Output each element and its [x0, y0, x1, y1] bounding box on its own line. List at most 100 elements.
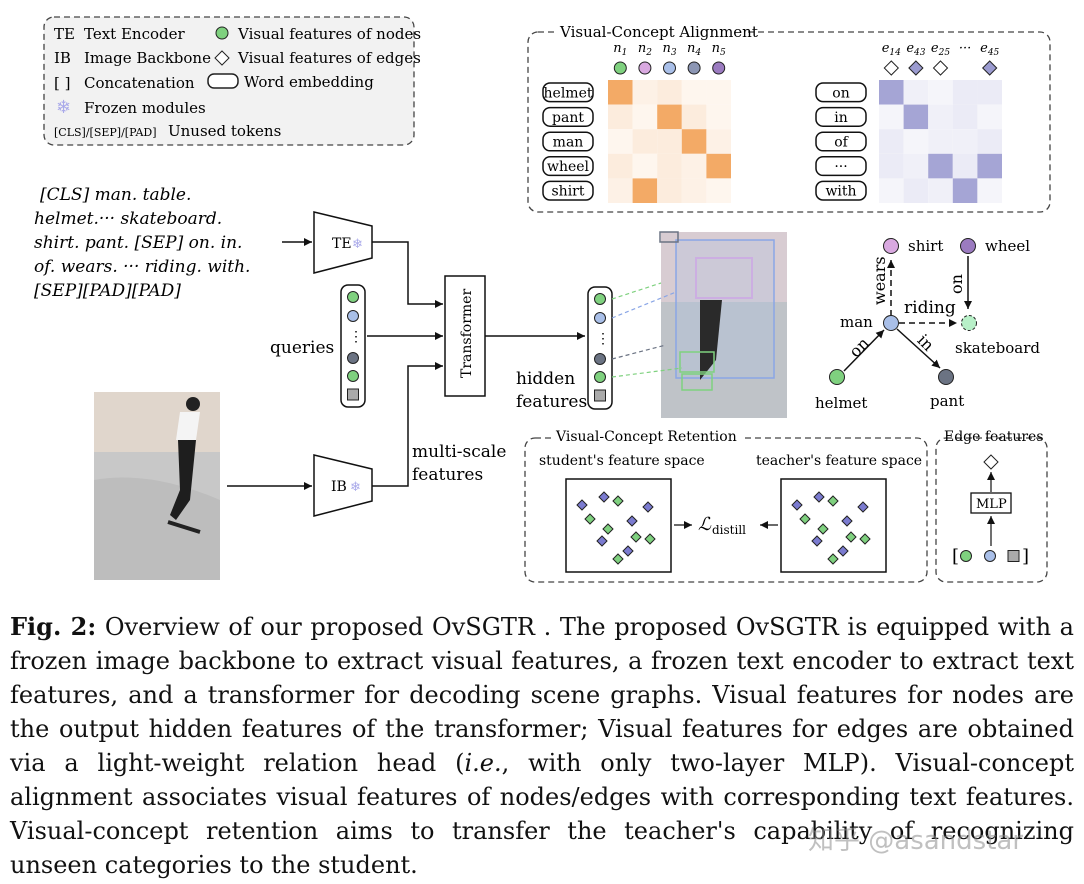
- teacher-label: teacher's feature space: [756, 453, 922, 469]
- hidden-token: [594, 312, 606, 324]
- heatmap-cell: [903, 129, 929, 154]
- heatmap-cell: [952, 153, 978, 179]
- heatmap-col-label: n5: [712, 41, 726, 58]
- prompt-line: shirt. pant. [SEP] on. in.: [34, 233, 242, 253]
- heatmap-cell: [879, 178, 904, 203]
- unused-token: [1007, 550, 1020, 562]
- word-embedding-box: [815, 131, 867, 152]
- heatmap-cell: [952, 129, 978, 154]
- heatmap-col-label: n3: [662, 41, 676, 58]
- heatmap-cell: [632, 129, 658, 154]
- heatmap-row-label: wheel: [547, 159, 590, 175]
- alignment-title: Visual-Concept Alignment: [559, 23, 758, 41]
- arrow: [372, 241, 443, 308]
- loss-subscript: distill: [712, 523, 746, 537]
- node-label: wheel: [985, 237, 1030, 255]
- heatmap-cell: [903, 178, 929, 203]
- heatmap-cell: [952, 104, 978, 130]
- heatmap-row-label: ···: [834, 159, 847, 175]
- figure-caption: Fig. 2: Overview of our proposed OvSGTR …: [10, 610, 1074, 882]
- heatmap-col-label: n2: [638, 41, 652, 58]
- node-token: [984, 550, 996, 562]
- multiscale-label: multi-scale: [412, 442, 506, 462]
- legend-te: TE: [54, 25, 75, 43]
- node-label: pant: [930, 392, 964, 410]
- association-line: [611, 282, 662, 300]
- edge-in: [896, 328, 941, 369]
- node-skateboard: [961, 315, 977, 331]
- concat-bracket: [: [952, 546, 959, 567]
- word-embedding-box: [815, 106, 867, 127]
- feature-point: [841, 515, 853, 527]
- snowflake-icon: ❄: [56, 97, 71, 118]
- legend-box: TE Text Encoder IB Image Backbone [ ] Co…: [43, 16, 421, 146]
- hidden-features-column: [587, 286, 613, 410]
- node-feature-marker: [638, 61, 652, 75]
- edge-label: on: [845, 333, 873, 361]
- feature-point: [644, 533, 656, 545]
- queries-label: queries: [270, 338, 334, 358]
- heatmap-cell: [928, 80, 953, 105]
- heatmap-cell: [706, 80, 731, 105]
- association-line: [611, 367, 683, 378]
- feature-point: [596, 535, 608, 547]
- word-embedding-box: [542, 82, 594, 103]
- feature-point: [859, 533, 871, 545]
- feature-point: [584, 513, 596, 525]
- transformer-label: Transformer: [459, 289, 475, 378]
- prompt-line: helmet.··· skateboard.: [34, 209, 222, 229]
- queries-column: [340, 284, 366, 408]
- multiscale-label: features: [412, 465, 483, 485]
- scene-graph: shirt wheel man skateboard helmet pant w…: [815, 237, 1040, 412]
- heatmap-row-label: in: [834, 110, 848, 126]
- word-embedding-box: [815, 156, 867, 177]
- feature-point: [799, 513, 811, 525]
- concat-bracket: ]: [1022, 546, 1029, 567]
- query-token: [347, 370, 359, 382]
- unused-token: [347, 388, 359, 401]
- retention-title: Visual-Concept Retention: [555, 429, 737, 445]
- heatmap-cell: [681, 104, 707, 130]
- heatmap-row-label: pant: [552, 110, 584, 126]
- heatmap-row-label: shirt: [552, 184, 585, 200]
- legend-unused-label: Unused tokens: [168, 122, 281, 140]
- heatmap-col-label: e14: [882, 41, 901, 58]
- heatmap-cell: [879, 153, 904, 179]
- student-points: [576, 491, 656, 565]
- heatmap-col-label: ···: [959, 41, 971, 56]
- arrow: [372, 362, 443, 487]
- snowflake-icon: ❄: [352, 237, 363, 252]
- heatmap-cell: [608, 129, 633, 154]
- heatmap-col-label: e25: [931, 41, 950, 58]
- heatmap-row-label: man: [553, 135, 584, 151]
- edge-label: wears: [870, 256, 889, 305]
- mlp-label: MLP: [976, 497, 1007, 512]
- node-pant: [938, 369, 954, 385]
- heatmap-cell: [657, 80, 682, 105]
- node-feature-icon: [215, 26, 229, 40]
- feature-point: [576, 499, 588, 511]
- heatmap-cell: [928, 129, 953, 154]
- node-feature-marker: [712, 61, 726, 75]
- word-embedding-box: [542, 156, 594, 177]
- word-embedding-box: [542, 131, 594, 152]
- feature-point: [857, 501, 869, 513]
- heatmap-cell: [608, 104, 633, 130]
- feature-point: [811, 535, 823, 547]
- node-feature-marker: [613, 61, 627, 75]
- legend-ib-label: Image Backbone: [84, 49, 211, 67]
- node-helmet: [829, 369, 845, 385]
- legend-frozen-label: Frozen modules: [84, 99, 206, 117]
- image-backbone-block: [313, 454, 373, 517]
- heatmap-cell: [681, 80, 707, 105]
- heatmap-cell: [928, 153, 953, 179]
- query-token: [347, 310, 359, 322]
- edge-feature-icon: [214, 50, 230, 66]
- heatmap-cell: [657, 129, 682, 154]
- edge-feature-marker: [883, 60, 900, 76]
- feature-point: [837, 545, 849, 557]
- hidden-token: [594, 371, 606, 383]
- prompt-line: [SEP][PAD][PAD]: [34, 281, 181, 301]
- heatmap-cell: [681, 178, 707, 203]
